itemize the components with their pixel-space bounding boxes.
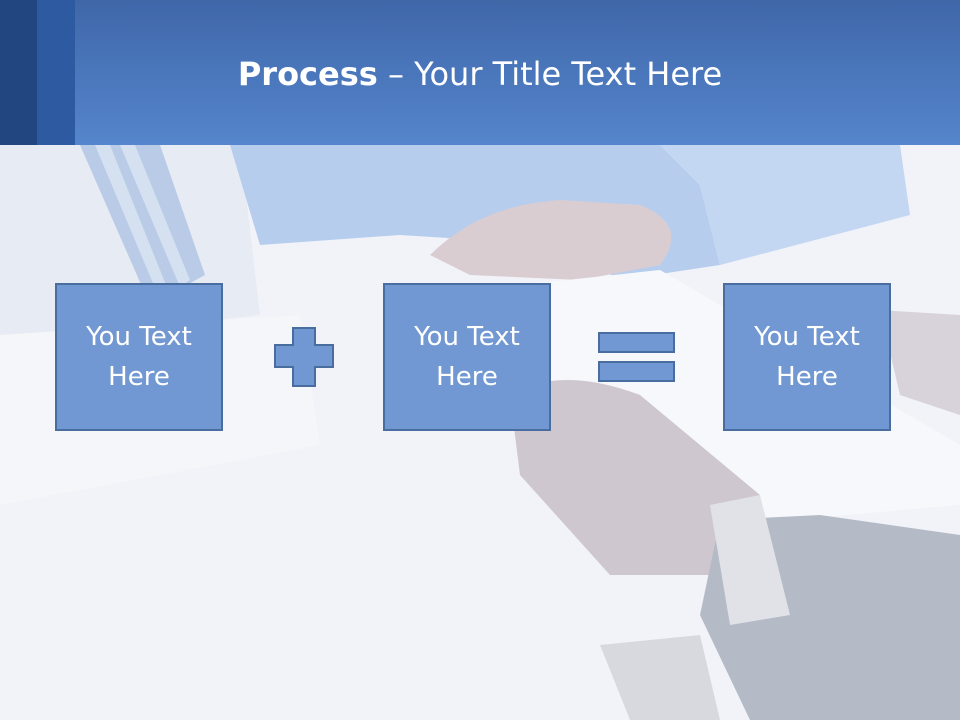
- header-accent: [37, 0, 75, 145]
- slide-title[interactable]: Process – Your Title Text Here: [75, 52, 885, 96]
- header-accent-dark: [0, 0, 37, 145]
- process-box-3-label: You Text Here: [754, 322, 860, 392]
- title-rest: – Your Title Text Here: [377, 55, 723, 93]
- plus-icon-fill: [276, 346, 332, 366]
- process-box-1-label: You Text Here: [86, 322, 192, 392]
- equals-icon-top-bar: [598, 332, 675, 353]
- process-box-1[interactable]: You Text Here: [55, 283, 223, 431]
- process-box-2-label: You Text Here: [414, 322, 520, 392]
- process-box-3[interactable]: You Text Here: [723, 283, 891, 431]
- process-box-2[interactable]: You Text Here: [383, 283, 551, 431]
- title-bold: Process: [237, 55, 378, 93]
- title-bar: Process – Your Title Text Here: [0, 0, 960, 145]
- equals-icon-bottom-bar: [598, 361, 675, 382]
- background-photo: [0, 145, 960, 720]
